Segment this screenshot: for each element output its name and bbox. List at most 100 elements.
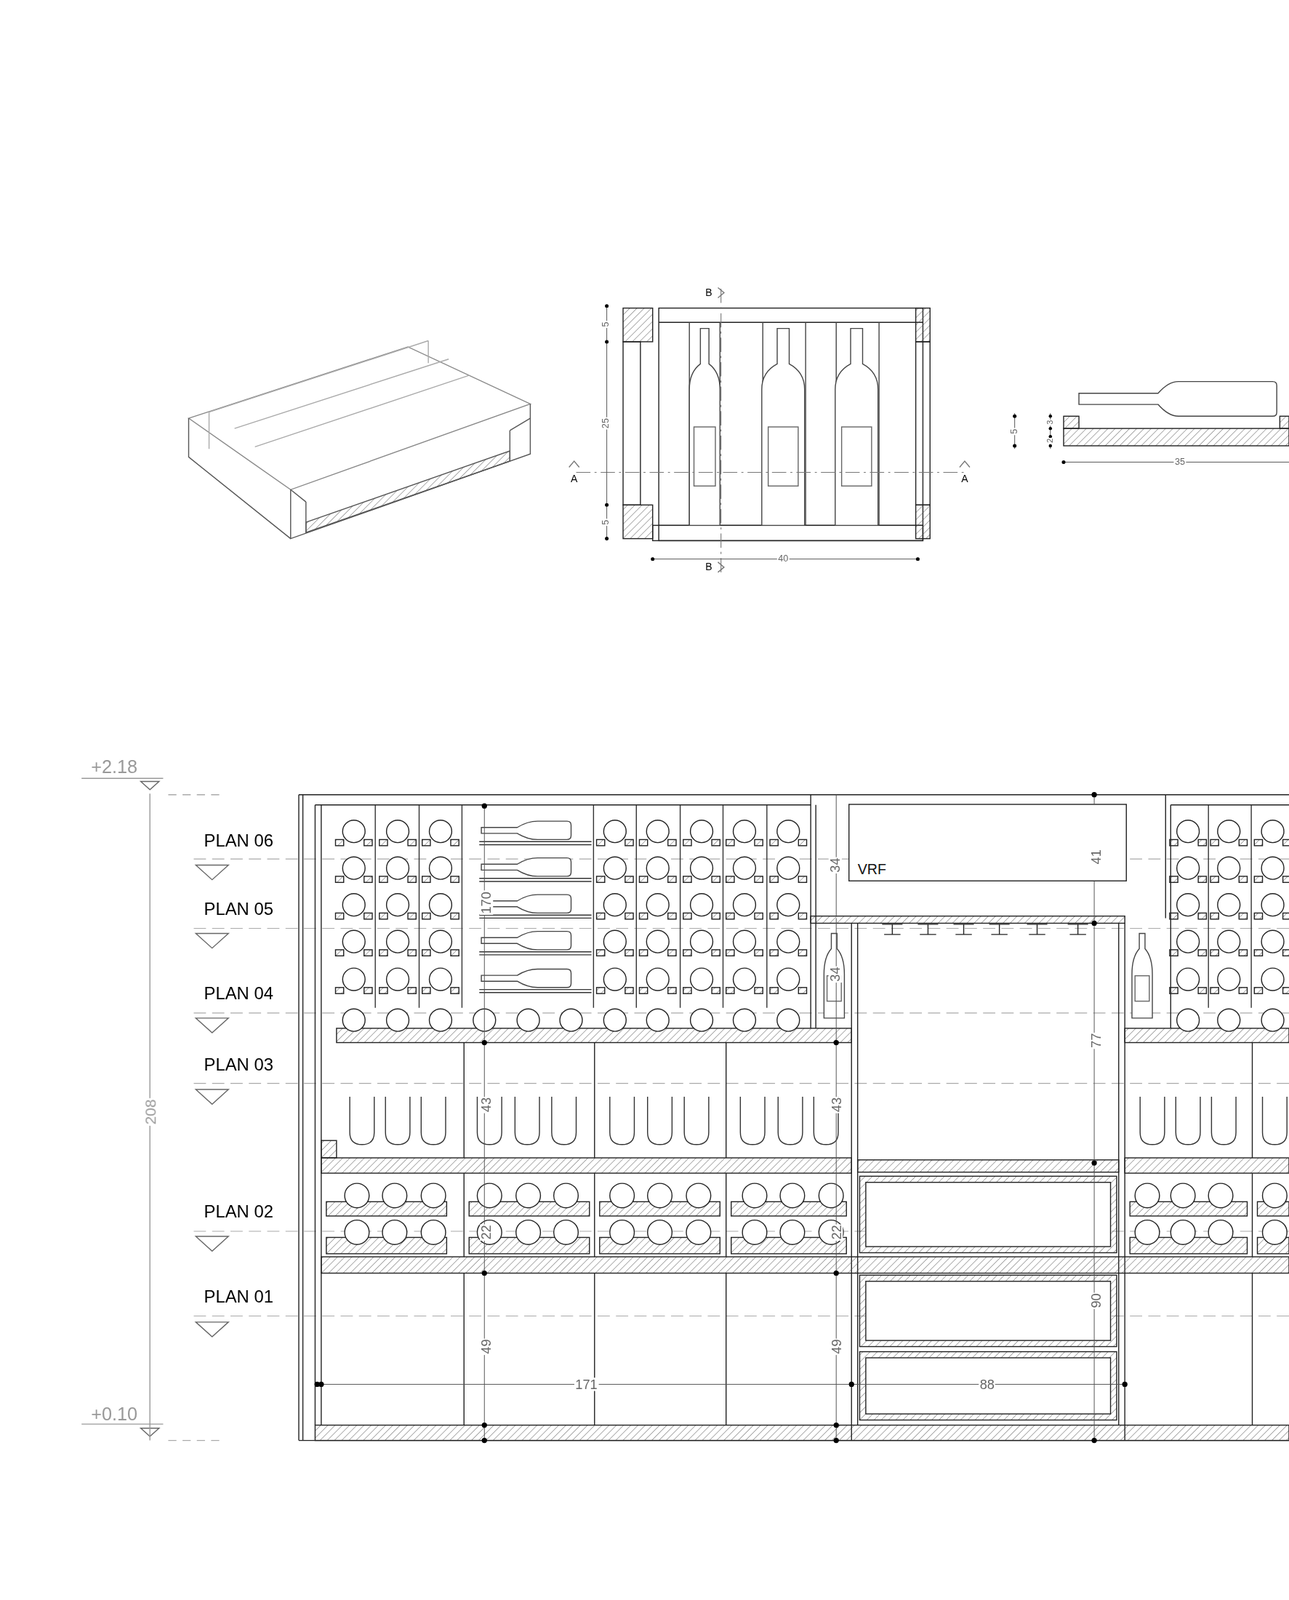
- drawing-line: [316, 1383, 1125, 1385]
- hatched-section: [754, 876, 763, 882]
- hatched-section: [668, 912, 677, 919]
- drawing-line: [1165, 794, 1167, 919]
- dimension-label: 43: [479, 1096, 493, 1114]
- drawing-line: [725, 1172, 727, 1257]
- hatched-section: [1254, 987, 1263, 994]
- hatched-section: [625, 912, 634, 919]
- hatched-section: [1210, 949, 1219, 956]
- bottle-end: [742, 1182, 768, 1208]
- hatched-section: [1210, 876, 1219, 882]
- drawing-line: [463, 1172, 465, 1257]
- bottle-end: [777, 820, 800, 843]
- hatched-section: [798, 949, 807, 956]
- hatched-section: [364, 987, 373, 994]
- bottle-end: [780, 1219, 805, 1245]
- level-marker: [195, 932, 229, 948]
- dimension-label: 170: [479, 890, 493, 915]
- hatched-section: [335, 949, 344, 956]
- hatched-section: [623, 504, 653, 538]
- hatched-section: [668, 876, 677, 882]
- drawing-line: [851, 922, 853, 1440]
- bottle-end: [342, 1008, 365, 1031]
- dimension-node: [916, 556, 920, 561]
- bottle-end: [429, 856, 453, 879]
- bottle-end: [646, 893, 669, 917]
- bottle-end: [1217, 929, 1241, 953]
- drawing-line: [1251, 1042, 1253, 1159]
- bottle-standing: [476, 1096, 502, 1145]
- bottle-end: [733, 929, 757, 953]
- equipment-box: VRF: [848, 803, 1127, 882]
- bottle-end: [777, 967, 800, 991]
- bottle-end: [646, 856, 669, 879]
- dimension-node: [604, 503, 609, 507]
- drawing-line: [479, 877, 592, 879]
- hatched-section: [1124, 1028, 1289, 1043]
- bottle-end: [646, 1008, 669, 1031]
- bottle-end: [1170, 1219, 1196, 1245]
- bottle-end: [1217, 856, 1241, 879]
- axis-line: [167, 793, 219, 795]
- hatched-section: [769, 838, 778, 845]
- bottle-end: [1261, 893, 1284, 917]
- bottle-end: [382, 1182, 408, 1208]
- hatched-section: [364, 876, 373, 882]
- hatched-section: [726, 912, 735, 919]
- drawing-line: [1094, 794, 1095, 1441]
- drawing-line: [479, 880, 592, 882]
- level-plan-label: PLAN 03: [202, 1055, 275, 1074]
- bottle-end: [733, 1008, 757, 1031]
- hatched-section: [798, 838, 807, 845]
- bottle-outline: [835, 328, 879, 526]
- dimension-label: 90: [1089, 1291, 1103, 1309]
- hatched-section: [1283, 838, 1289, 845]
- bottle-end: [647, 1219, 673, 1245]
- drawing-line: [479, 917, 592, 919]
- bottle-standing: [1139, 1096, 1165, 1145]
- tray-lip: [306, 430, 511, 533]
- dimension-label: 5: [1009, 427, 1020, 435]
- hatched-section: [798, 912, 807, 919]
- bottle-end: [420, 1182, 446, 1208]
- hatched-section: [1210, 987, 1219, 994]
- hatched-section: [1238, 949, 1247, 956]
- hatched-section: [623, 308, 653, 342]
- bottle-end: [686, 1182, 712, 1208]
- bottle-outline: [761, 328, 805, 526]
- hatched-section: [859, 1175, 1116, 1252]
- bottle-end: [1262, 1182, 1288, 1208]
- dimension-label: 43: [829, 1096, 843, 1114]
- dimension-node: [1091, 791, 1097, 797]
- outline-rect: [768, 426, 799, 486]
- hatched-section: [1210, 912, 1219, 919]
- drawing-line: [836, 917, 837, 1440]
- tray-front: [290, 403, 531, 538]
- bottle-end: [777, 893, 800, 917]
- section-mark: [569, 460, 580, 467]
- drawing-line: [302, 794, 304, 1441]
- dimension-label: 34: [828, 856, 842, 874]
- bottle-end: [382, 1219, 408, 1245]
- hatched-section: [859, 1274, 1116, 1346]
- drawing-line: [479, 988, 592, 990]
- hatched-section: [1283, 949, 1289, 956]
- bottle-end: [1177, 1008, 1200, 1031]
- drawing-line: [1251, 1172, 1253, 1257]
- hatched-section: [625, 876, 634, 882]
- dimension-label: 34: [828, 965, 842, 983]
- hatched-section: [335, 912, 344, 919]
- bottle-end: [386, 929, 410, 953]
- hatched-section: [1169, 876, 1178, 882]
- bottle-standing: [349, 1096, 375, 1145]
- hatched-section: [422, 987, 431, 994]
- bottle-end: [476, 1182, 502, 1208]
- hatched-section: [683, 912, 692, 919]
- hatched-section: [1169, 987, 1178, 994]
- bottle-end: [1170, 1182, 1196, 1208]
- drawing-line: [463, 1273, 465, 1425]
- outline-rect: [658, 308, 923, 541]
- drawing-line: [314, 804, 316, 1425]
- dimension-label: A: [569, 474, 579, 485]
- bottle-end: [386, 1008, 410, 1031]
- hatched-section: [321, 1139, 337, 1158]
